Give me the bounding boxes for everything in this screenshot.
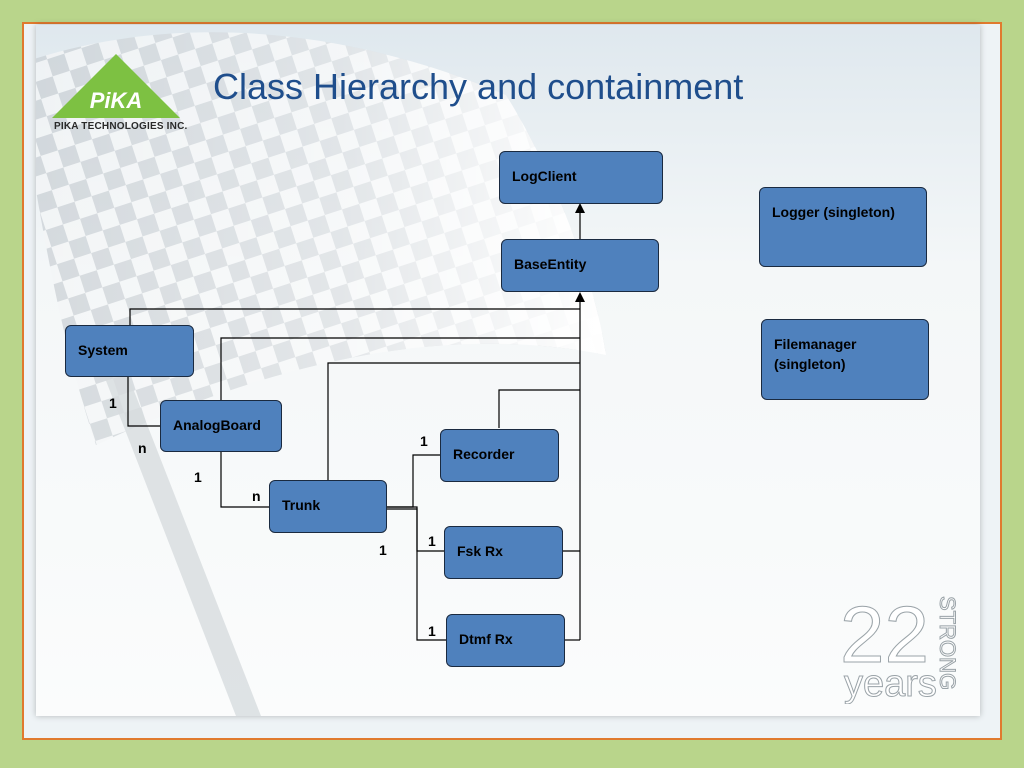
class-box-recorder: Recorder xyxy=(440,429,559,482)
multiplicity-trunk-bottom: 1 xyxy=(379,542,387,558)
class-box-trunk: Trunk xyxy=(269,480,387,533)
class-label-filemanager: Filemanager xyxy=(774,336,857,352)
class-label-trunk: Trunk xyxy=(282,497,321,513)
page-title: Class Hierarchy and containment xyxy=(213,66,744,107)
class-label-dtmfrx: Dtmf Rx xyxy=(459,631,513,647)
class-box-analogboard: AnalogBoard xyxy=(160,400,282,452)
class-box-logger: Logger (singleton) xyxy=(759,187,927,267)
class-box-dtmfrx: Dtmf Rx xyxy=(446,614,565,667)
class-box-logclient: LogClient xyxy=(499,151,663,204)
inheritance-line-recorder xyxy=(498,389,580,428)
22-years-strong-badge-icon: 22 years STRONG xyxy=(840,592,961,704)
containment-line-trunk-dtmfrx xyxy=(387,508,446,641)
pika-logo-icon: PiKA xyxy=(52,54,180,118)
svg-text:years: years xyxy=(844,663,937,704)
arrowhead-baseentity-icon xyxy=(575,292,585,302)
multiplicity-system: 1 xyxy=(109,395,117,411)
class-label-system: System xyxy=(78,342,128,358)
class-label-logclient: LogClient xyxy=(512,168,577,184)
multiplicity-analogboard: n xyxy=(138,440,147,456)
class-label-analogboard: AnalogBoard xyxy=(173,417,261,433)
inheritance-line-analogboard xyxy=(220,337,580,400)
multiplicity-dtmfrx: 1 xyxy=(428,623,436,639)
multiplicity-recorder: 1 xyxy=(420,433,428,449)
svg-text:STRONG: STRONG xyxy=(935,596,960,690)
company-name: PIKA TECHNOLOGIES INC. xyxy=(54,121,188,132)
class-box-baseentity: BaseEntity xyxy=(501,239,659,292)
multiplicity-fskrx: 1 xyxy=(428,533,436,549)
class-label-logger: Logger (singleton) xyxy=(772,204,895,220)
multiplicity-trunk: n xyxy=(252,488,261,504)
containment-line-system-analogboard xyxy=(127,377,160,427)
class-box-system: System xyxy=(65,325,194,377)
svg-text:22: 22 xyxy=(840,592,929,679)
svg-text:PiKA: PiKA xyxy=(90,88,143,113)
inheritance-line-trunk xyxy=(327,362,580,480)
class-label-baseentity: BaseEntity xyxy=(514,256,587,272)
containment-line-trunk-recorder xyxy=(387,454,440,508)
class-label-fskrx: Fsk Rx xyxy=(457,543,503,559)
inheritance-line-system xyxy=(129,308,580,325)
multiplicity-analogboard-trunk: 1 xyxy=(194,469,202,485)
class-box-filemanager: Filemanager (singleton) xyxy=(761,319,929,400)
arrowhead-logclient-icon xyxy=(575,203,585,213)
containment-line-analogboard-trunk xyxy=(220,452,269,508)
class-label-recorder: Recorder xyxy=(453,446,515,462)
class-box-fskrx: Fsk Rx xyxy=(444,526,563,579)
class-label-filemanager-singleton: (singleton) xyxy=(774,356,846,372)
